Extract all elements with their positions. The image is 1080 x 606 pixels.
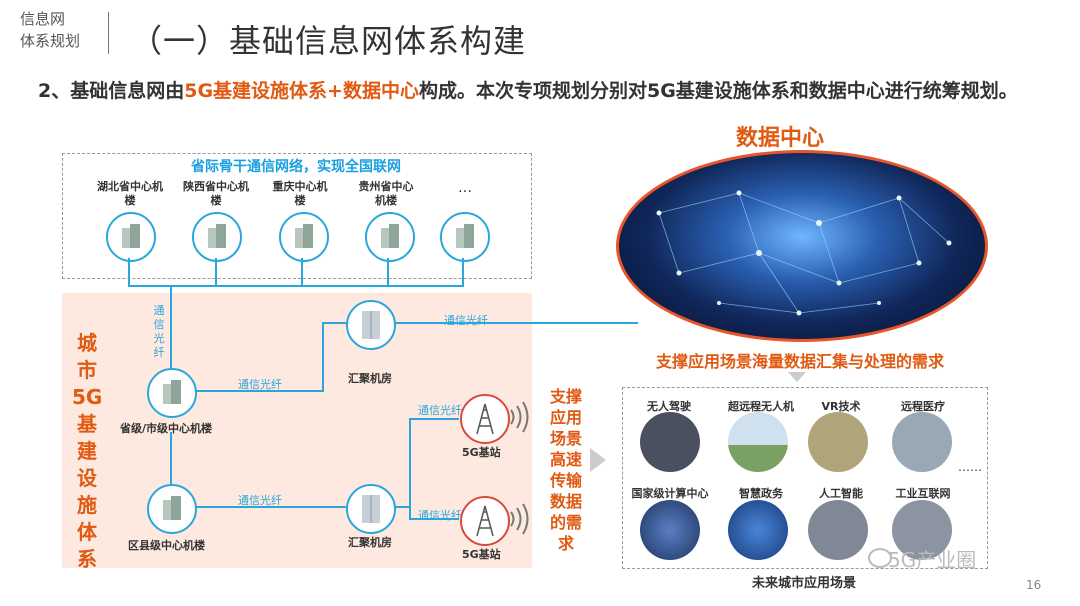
backbone-ellipsis: … (458, 180, 472, 196)
scene-label: 智慧政务 (739, 487, 783, 500)
scenes-box (622, 387, 988, 569)
page-title: （一）基础信息网体系构建 (130, 22, 527, 60)
arrow-right-icon (590, 448, 606, 472)
building-icon (192, 212, 242, 262)
section-label: 信息网 体系规划 (20, 8, 80, 52)
connector-line (409, 418, 459, 420)
server-rack-icon (346, 300, 396, 350)
signal-waves-icon (508, 502, 530, 540)
scene-label: VR技术 (821, 400, 861, 413)
signal-waves-icon (508, 400, 530, 438)
connector-line (462, 258, 464, 286)
provincial-node-label: 省级/市级中心机楼 (120, 422, 213, 435)
ai-image (808, 500, 868, 560)
connector-line (322, 322, 324, 392)
scenes-ellipsis: …… (958, 460, 982, 474)
vr-image (808, 412, 868, 472)
backbone-node-label: 贵州省中心机楼 (358, 180, 414, 207)
future-city-label: 未来城市应用场景 (751, 576, 856, 591)
hub-label: 汇聚机房 (348, 536, 392, 549)
connector-line (409, 418, 411, 518)
connector-line (322, 322, 348, 324)
network-graphic (656, 190, 952, 316)
subtitle-suffix: 构成。本次专项规划分别对5G基建设施体系和数据中心进行统筹规划。 (418, 80, 1018, 102)
section-label-line1: 信息网 (20, 10, 66, 28)
connector-line (195, 506, 346, 508)
connector-line (170, 286, 172, 368)
backbone-node-label: 湖北省中心机楼 (97, 180, 163, 207)
scene-label: 超远程无人机 (728, 400, 794, 413)
subtitle: 2、基础信息网由5G基建设施体系+数据中心构成。本次专项规划分别对5G基建设施体… (38, 78, 1048, 105)
building-icon (147, 368, 197, 418)
wechat-icon (868, 548, 892, 568)
scene-label: 人工智能 (819, 487, 863, 500)
page-number: 16 (1026, 578, 1042, 592)
data-center-image (616, 150, 988, 342)
connector-line (301, 258, 303, 286)
fiber-label: 通信光纤 (238, 494, 282, 507)
fiber-label: 通信光纤 (418, 404, 462, 417)
building-icon (279, 212, 329, 262)
connector-line (128, 285, 464, 287)
fiber-label: 通信光纤 (444, 314, 488, 327)
arrow-down-icon (788, 372, 806, 382)
data-center-caption: 支撑应用场景海量数据汇集与处理的需求 (655, 352, 944, 371)
scene-label: 无人驾驶 (647, 400, 691, 413)
scene-label: 国家级计算中心 (631, 487, 709, 500)
hub-label: 汇聚机房 (348, 372, 392, 385)
building-icon (106, 212, 156, 262)
connector-line (394, 322, 638, 324)
subtitle-prefix: 2、基础信息网由 (38, 80, 185, 102)
backbone-node-label: 陕西省中心机楼 (183, 180, 249, 207)
subtitle-highlight: 5G基建设施体系+数据中心 (184, 80, 419, 102)
base-station-label: 5G基站 (462, 446, 501, 459)
cell-tower-icon (460, 394, 510, 444)
drone-image (728, 412, 788, 472)
header-divider (108, 12, 109, 54)
district-node-label: 区县级中心机楼 (128, 539, 205, 552)
scene-label: 工业互联网 (895, 487, 951, 500)
connector-line (215, 258, 217, 286)
city-infra-area (62, 293, 532, 568)
backbone-node-label: 重庆中心机楼 (272, 180, 328, 207)
city-infra-title: 城市5G基建设施体系 (72, 331, 103, 571)
fiber-label: 通信光纤 (238, 378, 282, 391)
connector-line (128, 258, 130, 286)
support-text: 支撑应用场景高速传输数据的需求 (549, 387, 582, 553)
base-station-label: 5G基站 (462, 548, 501, 561)
building-icon (147, 484, 197, 534)
server-rack-icon (346, 484, 396, 534)
cell-tower-icon (460, 496, 510, 546)
scene-label: 远程医疗 (901, 400, 945, 413)
building-icon (440, 212, 490, 262)
fiber-label: 通信光纤 (418, 509, 462, 522)
connector-line (394, 506, 410, 508)
fiber-label-vertical: 通信光纤 (153, 304, 165, 359)
connector-line (170, 432, 172, 484)
connector-line (387, 258, 389, 286)
smart-government-image (728, 500, 788, 560)
connector-line (195, 390, 323, 392)
autonomous-car-image (640, 412, 700, 472)
backbone-box (62, 153, 532, 279)
connector-line (409, 518, 459, 520)
section-label-line2: 体系规划 (20, 32, 81, 50)
backbone-heading: 省际骨干通信网络，实现全国联网 (191, 159, 401, 175)
computing-center-image (640, 500, 700, 560)
watermark: 5G产业圈 (888, 548, 977, 572)
telemedicine-image (892, 412, 952, 472)
industrial-internet-image (892, 500, 952, 560)
building-icon (365, 212, 415, 262)
data-center-title: 数据中心 (736, 126, 825, 151)
